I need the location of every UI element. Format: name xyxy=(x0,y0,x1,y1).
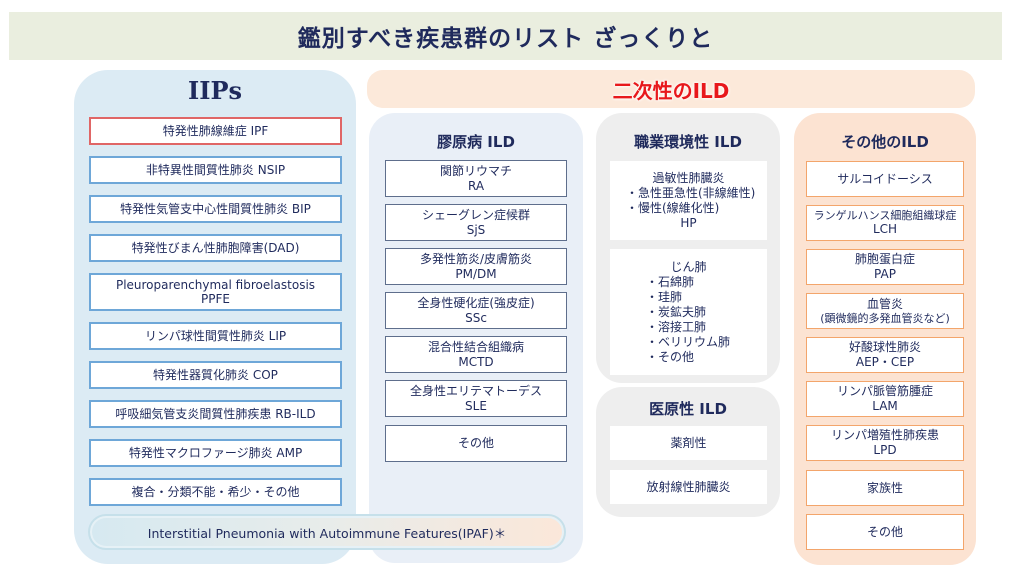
other-item-label: リンパ脈管筋腫症 xyxy=(836,384,933,398)
title-bar: 鑑別すべき疾患群のリスト ざっくりと xyxy=(9,12,1002,60)
pneumoconiosis-bullet: ・ベリリウム肺 xyxy=(646,334,731,349)
iatrogenic-item-drug: 薬剤性 xyxy=(610,426,767,460)
ctd-item-label: 関節リウマチ xyxy=(439,163,512,178)
other-item-label: 好酸球性肺炎 xyxy=(848,340,921,354)
ctd-item-label: その他 xyxy=(457,436,494,450)
pneumoconiosis-bullet: ・珪肺 xyxy=(646,289,683,304)
other-item-label: ランゲルハンス細胞組織球症 xyxy=(813,208,957,222)
page-title: 鑑別すべき疾患群のリスト ざっくりと xyxy=(297,26,714,52)
iip-item-label: 特発性気管支中心性間質性肺炎 BIP xyxy=(120,201,311,216)
other-item-abbr: AEP・CEP xyxy=(855,355,915,369)
iip-item-rb-ild: 呼吸細気管支炎間質性肺疾患 RB-ILD xyxy=(89,400,342,428)
iatrogenic-ild-title: 医原性 ILD xyxy=(649,400,727,418)
hp-bullet: ・慢性(線維化性) xyxy=(626,200,720,215)
iip-item-label: 非特異性間質性肺炎 NSIP xyxy=(145,162,286,177)
hp-abbr: HP xyxy=(680,215,697,230)
iatrogenic-item-radiation: 放射線性肺臓炎 xyxy=(610,470,767,504)
iip-item-label: 特発性マクロファージ肺炎 AMP xyxy=(128,445,303,460)
other-item-label: 血管炎 xyxy=(866,296,903,311)
iatrogenic-item-label: 放射線性肺臓炎 xyxy=(646,479,731,494)
other-item-label: 家族性 xyxy=(866,480,903,495)
iip-item-lip: リンパ球性間質性肺炎 LIP xyxy=(89,322,342,350)
iip-item-nsip: 非特異性間質性肺炎 NSIP xyxy=(89,156,342,184)
pneumoconiosis-bullet: ・炭鉱夫肺 xyxy=(646,304,707,319)
iip-item-label: 特発性器質化肺炎 COP xyxy=(153,367,278,382)
pneumoconiosis-bullet: ・その他 xyxy=(646,349,695,364)
other-item-abbr: PAP xyxy=(874,267,896,281)
pneumoconiosis-heading: じん肺 xyxy=(670,259,707,274)
iip-item-bip: 特発性気管支中心性間質性肺炎 BIP xyxy=(89,195,342,223)
other-item-label: サルコイドーシス xyxy=(837,171,933,186)
ctd-item-abbr: SjS xyxy=(466,222,486,237)
ipaf-label: Interstitial Pneumonia with Autoimmune F… xyxy=(147,525,507,541)
other-item-label: 肺胞蛋白症 xyxy=(854,252,915,266)
iip-item-label: Pleuroparenchymal fibroelastosis xyxy=(115,277,316,292)
ctd-ild-title: 膠原病 ILD xyxy=(437,133,515,151)
occ-item-pneumoconiosis: じん肺 ・石綿肺 ・珪肺 ・炭鉱夫肺 ・溶接工肺 ・ベリリウム肺 ・その他 xyxy=(610,249,767,375)
other-item-abbr: (顕微鏡的多発血管炎など) xyxy=(820,311,950,325)
ipaf-banner: Interstitial Pneumonia with Autoimmune F… xyxy=(88,514,566,550)
other-item-familial: 家族性 xyxy=(806,470,964,506)
ctd-item-abbr: RA xyxy=(467,178,485,193)
iatrogenic-item-label: 薬剤性 xyxy=(670,435,707,450)
iip-item-cop: 特発性器質化肺炎 COP xyxy=(89,361,342,389)
secondary-ild-header: 二次性のILD xyxy=(367,70,975,108)
ctd-item-label: 混合性結合組織病 xyxy=(427,339,524,354)
ctd-item-label: 全身性硬化症(強皮症) xyxy=(417,295,535,310)
other-ild-title: その他のILD xyxy=(841,133,929,151)
other-item-label: リンパ増殖性肺疾患 xyxy=(830,428,939,442)
iip-item-label: リンパ球性間質性肺炎 LIP xyxy=(144,328,287,343)
other-item-other: その他 xyxy=(806,514,964,550)
iip-item-amp: 特発性マクロファージ肺炎 AMP xyxy=(89,439,342,467)
other-item-sarcoidosis: サルコイドーシス xyxy=(806,161,964,197)
ctd-item-label: 多発性筋炎/皮膚筋炎 xyxy=(419,251,533,266)
ctd-item-abbr: SLE xyxy=(465,398,487,413)
iip-item-other: 複合・分類不能・希少・その他 xyxy=(89,478,342,506)
ctd-item-ssc: 全身性硬化症(強皮症)SSc xyxy=(385,292,567,329)
iip-item-ipf: 特発性肺線維症 IPF xyxy=(89,117,342,145)
ctd-item-label: シェーグレン症候群 xyxy=(421,207,530,222)
iip-item-label: 呼吸細気管支炎間質性肺疾患 RB-ILD xyxy=(115,406,316,421)
iip-item-label: 特発性肺線維症 IPF xyxy=(162,123,269,138)
other-item-vasculitis: 血管炎(顕微鏡的多発血管炎など) xyxy=(806,293,964,329)
ctd-item-abbr: PM/DM xyxy=(455,266,497,281)
iip-item-label: 複合・分類不能・希少・その他 xyxy=(131,484,300,499)
occ-item-hp: 過敏性肺臓炎 ・急性亜急性(非線維性) ・慢性(線維化性) HP xyxy=(610,161,767,240)
other-item-abbr: LAM xyxy=(872,399,898,413)
iip-item-label: 特発性びまん性肺胞障害(DAD) xyxy=(131,240,300,255)
hp-bullet: ・急性亜急性(非線維性) xyxy=(626,185,756,200)
other-item-abbr: LCH xyxy=(872,222,898,237)
iips-title: IIPs xyxy=(187,76,242,105)
ctd-item-abbr: MCTD xyxy=(458,354,494,369)
pneumoconiosis-bullet: ・溶接工肺 xyxy=(646,319,707,334)
ctd-item-abbr: SSc xyxy=(465,310,487,325)
ctd-item-label: 全身性エリテマトーデス xyxy=(409,383,542,398)
pneumoconiosis-bullet: ・石綿肺 xyxy=(646,274,695,289)
other-item-label: その他 xyxy=(866,524,903,539)
ctd-item-other: その他 xyxy=(385,425,567,462)
hp-heading: 過敏性肺臓炎 xyxy=(652,170,725,185)
secondary-ild-title: 二次性のILD xyxy=(612,78,730,103)
iip-item-dad: 特発性びまん性肺胞障害(DAD) xyxy=(89,234,342,262)
iip-item-abbr: PPFE xyxy=(201,292,230,306)
occupational-ild-title: 職業環境性 ILD xyxy=(634,133,742,151)
other-item-abbr: LPD xyxy=(873,443,897,457)
